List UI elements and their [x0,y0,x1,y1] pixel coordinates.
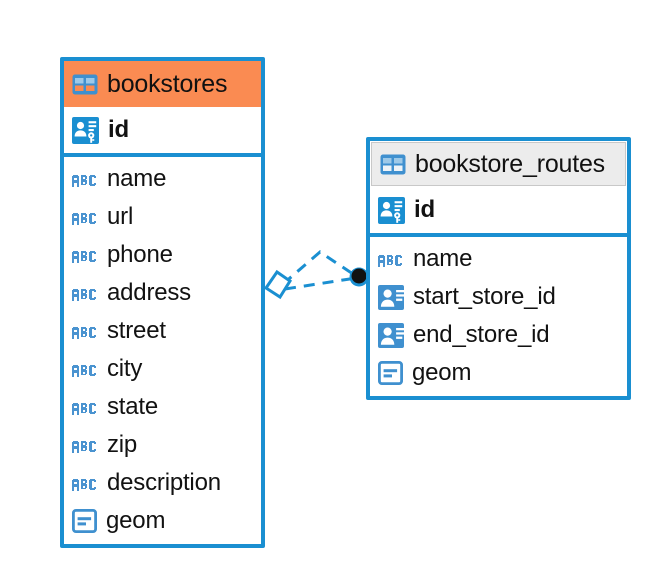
field-label: phone [107,241,173,268]
field-row-id[interactable]: id [370,191,627,229]
field-label: name [107,165,167,192]
field-row-geom[interactable]: geom [64,502,261,540]
field-row-city[interactable]: city [64,350,261,388]
relationship-source-diamond [263,269,293,300]
field-row-zip[interactable]: zip [64,426,261,464]
table-icon [72,74,98,94]
field-row-name[interactable]: name [64,160,261,198]
abc-icon [72,212,96,225]
field-row-name[interactable]: name [370,240,627,278]
geometry-icon [72,509,97,533]
entity-pk-section-bookstore-routes: id [370,187,627,233]
field-label: geom [412,359,472,386]
field-row-end-store-id[interactable]: end_store_id [370,316,627,354]
abc-icon [378,254,402,267]
field-row-address[interactable]: address [64,274,261,312]
field-label: end_store_id [413,321,550,348]
table-icon [380,154,406,174]
abc-icon [72,326,96,339]
field-label: street [107,317,166,344]
field-row-street[interactable]: street [64,312,261,350]
entity-title: bookstore_routes [415,149,605,178]
field-row-start-store-id[interactable]: start_store_id [370,278,627,316]
abc-icon [72,288,96,301]
abc-icon [72,440,96,453]
relationship-line-upper [282,250,357,286]
abc-icon [72,364,96,377]
field-label: address [107,279,191,306]
field-label: zip [107,431,138,458]
field-label: geom [106,507,166,534]
entity-title: bookstores [107,69,228,98]
field-row-url[interactable]: url [64,198,261,236]
field-label: city [107,355,143,382]
field-row-phone[interactable]: phone [64,236,261,274]
abc-icon [72,250,96,263]
entity-pk-section-bookstores: id [64,107,261,153]
foreign-key-icon [378,284,404,310]
field-label: id [414,196,435,223]
field-label: id [108,116,129,143]
field-row-id[interactable]: id [64,111,261,149]
primary-key-icon [378,196,405,224]
field-label: name [413,245,473,272]
field-label: url [107,203,134,230]
entity-header-bookstores[interactable]: bookstores [64,61,261,107]
field-label: state [107,393,159,420]
field-label: start_store_id [413,283,556,310]
abc-icon [72,402,96,415]
relationship-line-lower [284,276,357,291]
entity-bookstore-routes[interactable]: bookstore_routes id nam [366,137,631,400]
primary-key-divider [64,153,261,157]
field-label: description [107,469,221,496]
abc-icon [72,478,96,491]
field-row-geom[interactable]: geom [370,354,627,392]
entity-fields-bookstores: name url phone address street city state zip des… [64,157,261,544]
field-row-description[interactable]: description [64,464,261,502]
foreign-key-icon [378,322,404,348]
geometry-icon [378,361,403,385]
primary-key-icon [72,116,99,144]
field-row-state[interactable]: state [64,388,261,426]
entity-header-bookstore-routes[interactable]: bookstore_routes [371,142,626,186]
primary-key-divider [370,233,627,237]
abc-icon [72,174,96,187]
